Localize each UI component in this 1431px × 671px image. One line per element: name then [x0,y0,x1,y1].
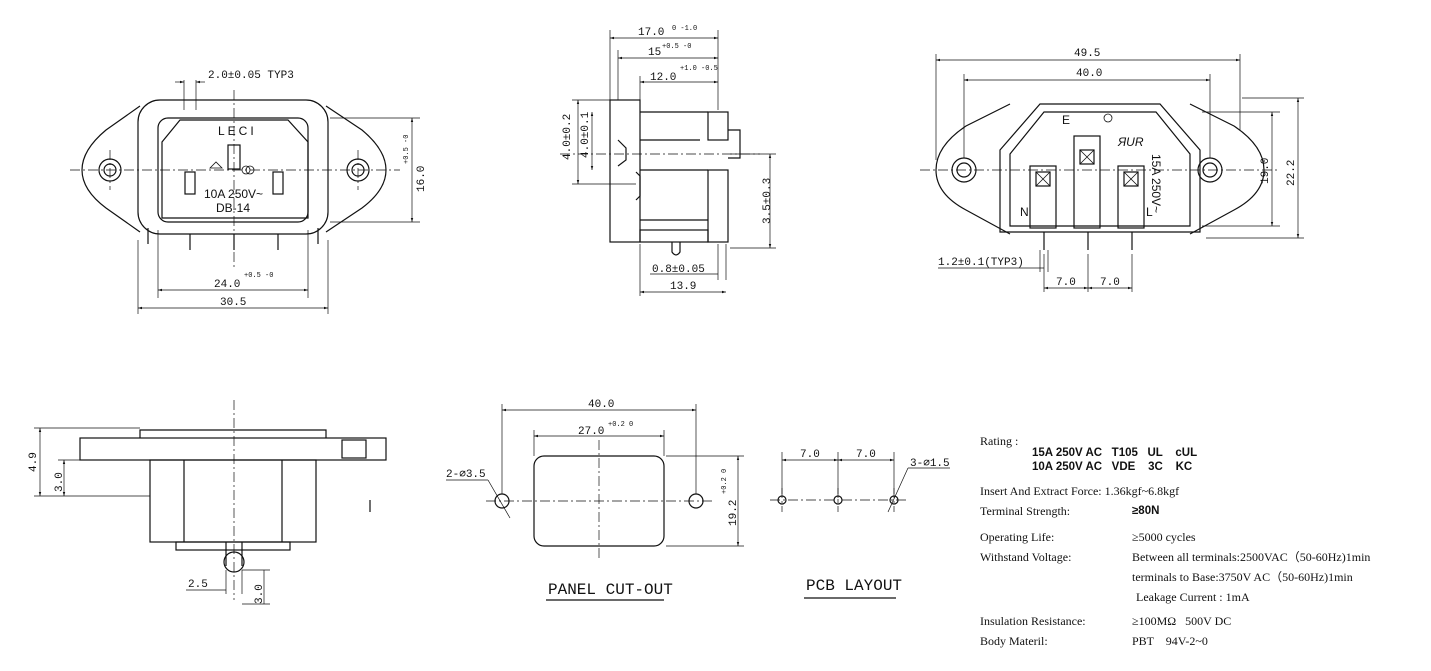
dim-bottom-w: 2.5 [188,579,208,591]
dim-rear-total: 49.5 [1074,48,1100,60]
dim-cutout-height: 19.2 [728,500,740,526]
spec-rating-line2: 10A 250V AC VDE 3C KC [1032,461,1193,473]
spec-material-value: PBT 94V-2~0 [1132,634,1208,648]
panel-cutout-title: PANEL CUT-OUT [548,581,673,599]
pcb-layout-title: PCB LAYOUT [806,577,902,595]
spec-withstand-value3: Leakage Current : 1mA [1136,590,1250,604]
dim-rear-pitch1: 7.0 [1056,277,1076,289]
side-view: 17.0 0 -1.0 15 +0.5 -0 12.0 +1.0 -0.5 4.… [560,25,776,296]
dim-bottom-v: 3.0 [254,584,266,604]
dim-side-top1-tol: 0 -1.0 [672,25,697,33]
dim-pcb-pitch1: 7.0 [800,449,820,461]
spec-life-label: Operating Life: [980,530,1055,544]
spec-withstand-label: Withstand Voltage: [980,550,1072,564]
spec-withstand-value2: terminals to Base:3750V AC（50-60Hz)1min [1132,570,1353,584]
dim-front-inner-tol: +0.5 -0 [244,272,273,280]
spec-insulation-label: Insulation Resistance: [980,614,1086,628]
spec-terminal-value: ≥80N [1132,505,1160,517]
dim-side-pin: 0.8±0.05 [652,264,705,276]
dim-cutout-holes: 2-⌀3.5 [446,469,486,481]
dim-rear-inner-h: 19.0 [1260,158,1272,184]
dim-rear-pitch2: 7.0 [1100,277,1120,289]
spec-life-value: ≥5000 cycles [1132,530,1196,544]
dim-front-height-tol: +0.5 -0 [403,135,411,164]
dim-front-total: 30.5 [220,297,246,309]
dim-side-top3: 12.0 [650,72,676,84]
dim-side-top2-tol: +0.5 -0 [662,43,691,51]
front-view: LECI 10A 250V~ DB-14 2.0±0.05 TYP3 16.0 … [70,70,428,314]
spec-withstand-value1: Between all terminals:2500VAC（50-60Hz)1m… [1132,550,1371,564]
pcb-layout: 7.0 7.0 3-⌀1.5 PCB LAYOUT [770,449,950,599]
front-brand: LECI [218,124,257,138]
front-rating: 10A 250V~ [204,187,263,201]
dim-side-right: 3.5±0.3 [762,178,774,224]
dim-side-top2: 15 [648,47,661,59]
dim-cutout-inner-tol: +0.2 0 [608,421,633,429]
dim-side-top3-tol: +1.0 -0.5 [680,65,718,73]
spec-insert-label: Insert And Extract Force: [980,484,1102,498]
spec-insulation-value: ≥100MΩ 500V DC [1132,614,1232,628]
dim-cutout-height-tol: +0.2 0 [721,469,729,494]
dim-pin-width: 2.0±0.05 TYP3 [208,70,294,82]
rear-label-n: N [1020,205,1029,219]
dim-rear-pin: 1.2±0.1(TYP3) [938,257,1024,269]
dim-side-bottom: 13.9 [670,281,696,293]
dim-rear-spacing: 40.0 [1076,68,1102,80]
dim-side-top1: 17.0 [638,27,664,39]
dim-bottom-h2: 3.0 [54,472,66,492]
dim-cutout-total: 40.0 [588,399,614,411]
rear-label-l: L [1146,205,1153,219]
dim-cutout-inner: 27.0 [578,426,604,438]
dim-front-inner: 24.0 [214,279,240,291]
rear-cert-mark: ЯUR [1117,135,1144,149]
rear-label-e: E [1062,113,1070,127]
spec-rating-label: Rating : [980,434,1019,448]
spec-insert: Insert And Extract Force: 1.36kgf~6.8kgf [980,483,1179,499]
spec-material-label: Body Materil: [980,634,1048,648]
rear-vertical-rating: 15A 250V~ [1149,154,1163,213]
dim-rear-outer-h: 22.2 [1286,160,1298,186]
dim-pcb-holes: 3-⌀1.5 [910,458,950,470]
front-model: DB-14 [216,201,250,215]
bottom-view: 4.9 3.0 2.5 3.0 [28,400,387,605]
spec-insert-value: 1.36kgf~6.8kgf [1104,484,1180,498]
rear-view: E N L ЯUR 15A 250V~ 49.5 40.0 19.0 22.2 … [920,48,1304,292]
spec-rating-line1: 15A 250V AC T105 UL cUL [1032,447,1198,459]
dim-pcb-pitch2: 7.0 [856,449,876,461]
dim-side-left1: 4.0±0.2 [562,114,574,160]
spec-terminal-label: Terminal Strength: [980,504,1071,518]
dim-bottom-h1: 4.9 [28,452,40,472]
panel-cutout: 40.0 27.0 +0.2 0 19.2 +0.2 0 2-⌀3.5 PANE… [446,399,744,601]
dim-side-left2: 4.0±0.1 [580,111,592,158]
dim-front-height: 16.0 [416,166,428,192]
